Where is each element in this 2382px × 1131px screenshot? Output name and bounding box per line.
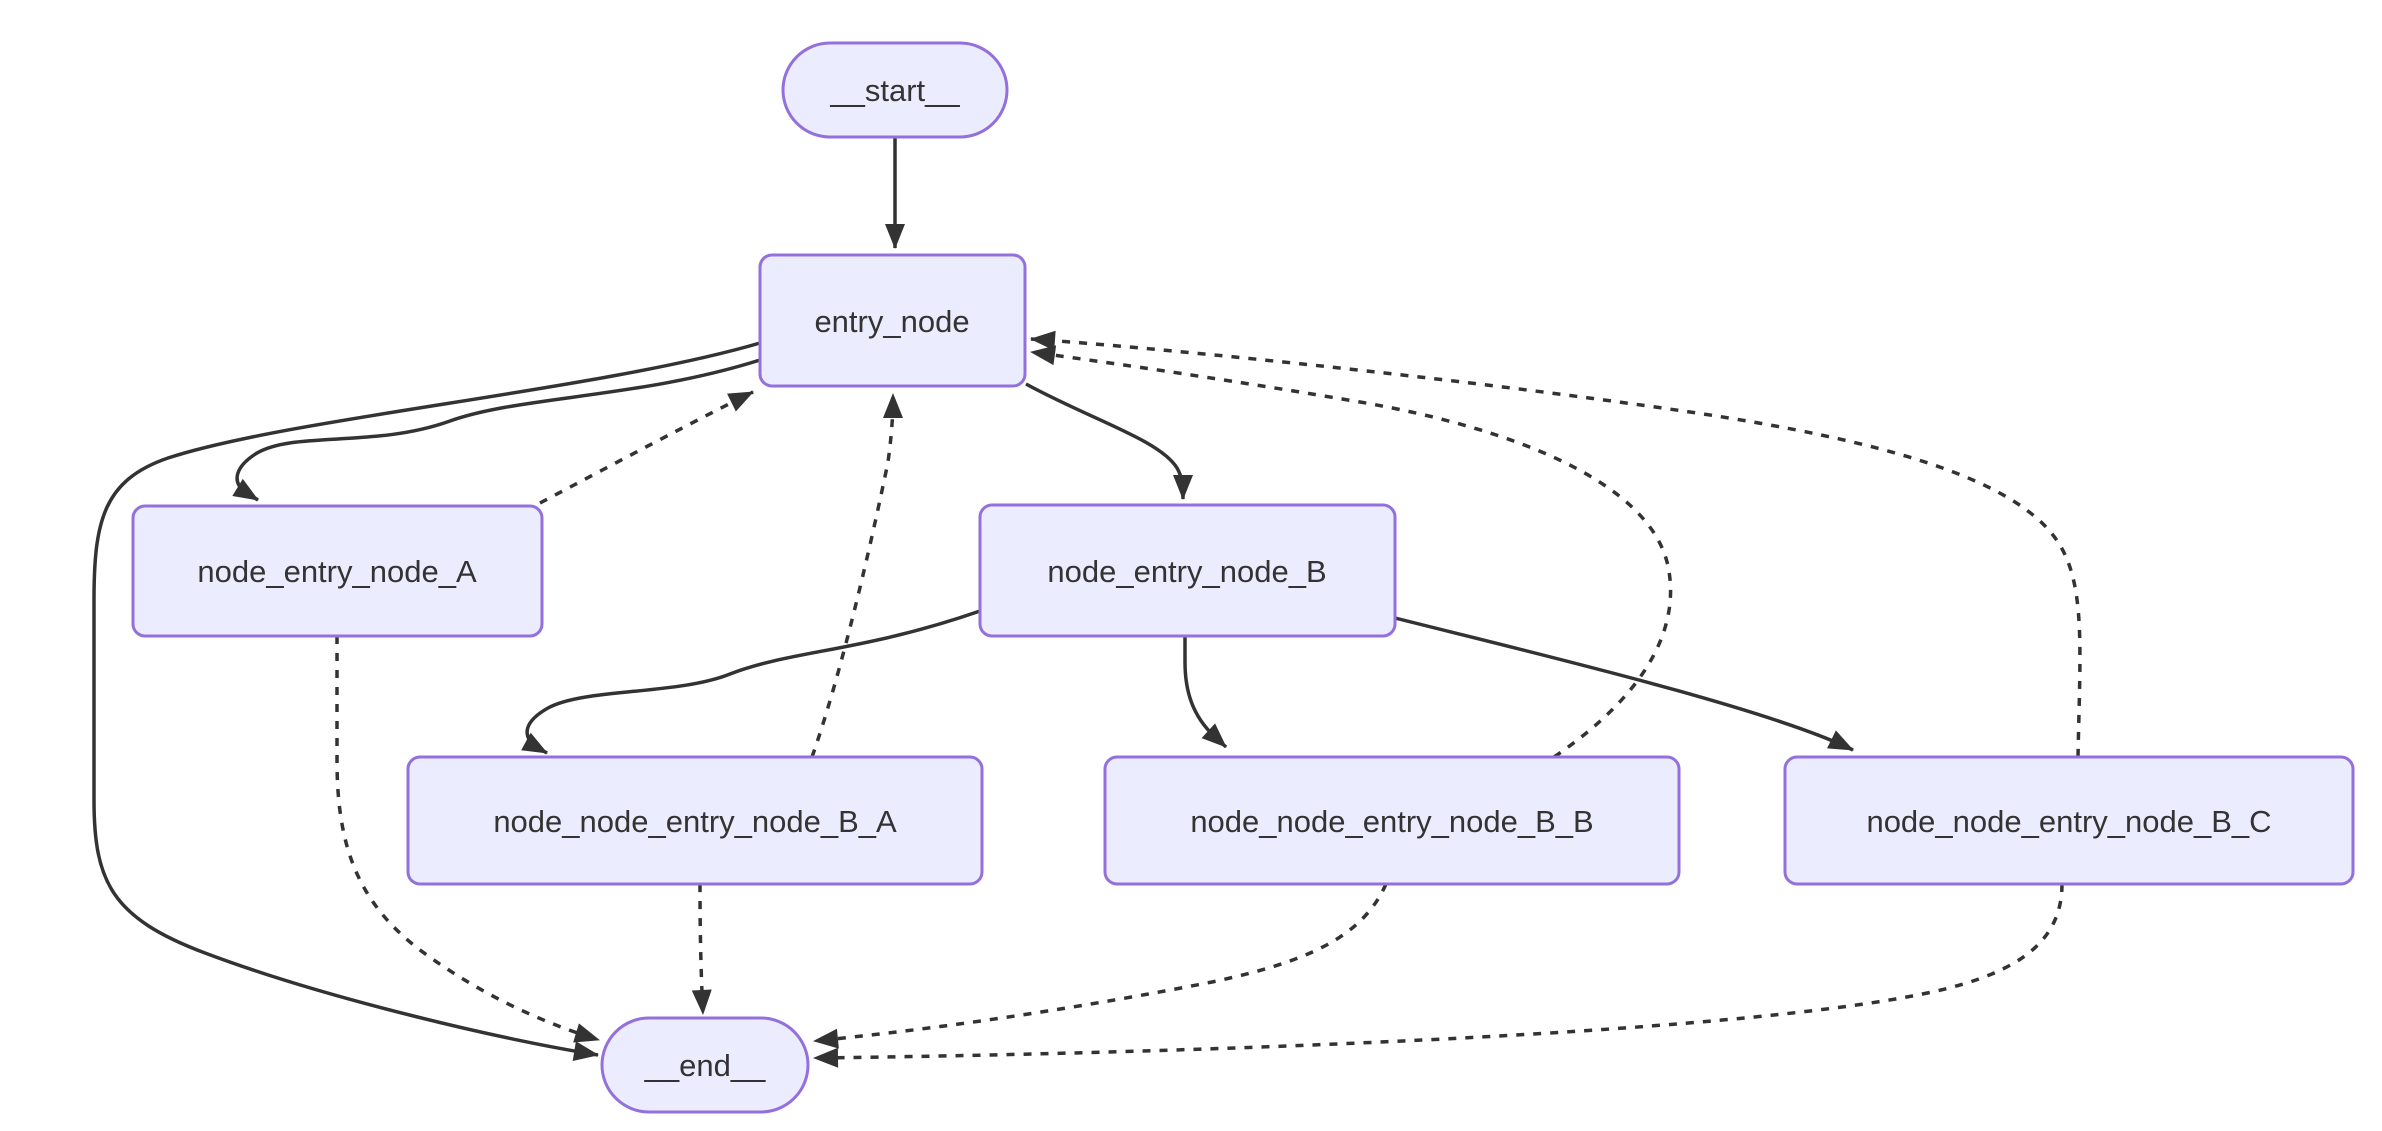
edge-node-node-entry-node-b-a-to-entry-node (810, 393, 903, 758)
edge-node-entry-node-b-to-node-node-entry-node-b-b (1183, 636, 1228, 749)
flow-node-start-shape (781, 41, 1009, 139)
flow-node-b-child-c: node_node_entry_node_B_C (1783, 755, 2355, 886)
flow-node-end-label: __end__ (644, 1048, 766, 1083)
edge-node-node-entry-node-b-a-to-end (691, 883, 712, 1015)
edge-node-entry-node-b-to-node-node-entry-node-b-c (1394, 616, 1854, 752)
flow-node-entry-node: entry_node (758, 253, 1027, 388)
edge-entry-node-to-end (92, 341, 761, 1062)
flow-node-b-child-a-shape (406, 755, 984, 886)
flow-node-entry-a: node_entry_node_A (131, 504, 544, 638)
edges-layer (92, 137, 2082, 1068)
flow-node-start: __start__ (781, 41, 1009, 139)
flow-node-entry-a-shape (131, 504, 544, 638)
edge-node-node-entry-node-b-c-to-end (813, 883, 2064, 1068)
flow-node-end: __end__ (600, 1016, 810, 1114)
flow-node-b-child-c-shape (1783, 755, 2355, 886)
flow-node-b-child-b: node_node_entry_node_B_B (1103, 755, 1681, 886)
flow-node-entry-b-shape (978, 503, 1397, 638)
flow-node-entry-node-label: entry_node (814, 304, 969, 339)
flow-node-end-shape (600, 1016, 810, 1114)
edge-node-entry-node-a-to-entry-node (539, 390, 754, 505)
edge-entry-node-to-node-entry-node-a (232, 358, 761, 502)
flow-node-entry-b-label: node_entry_node_B (1047, 554, 1326, 589)
edge-node-node-entry-node-b-b-to-end (813, 883, 1388, 1049)
flow-node-entry-a-label: node_entry_node_A (197, 554, 477, 589)
edge-node-entry-node-b-to-node-node-entry-node-b-a (521, 609, 981, 755)
flow-node-entry-node-shape (758, 253, 1027, 388)
flow-node-b-child-b-label: node_node_entry_node_B_B (1190, 804, 1593, 839)
edge-entry-node-to-node-entry-node-b (1025, 382, 1193, 500)
flow-node-b-child-c-label: node_node_entry_node_B_C (1866, 804, 2271, 839)
flow-node-b-child-b-shape (1103, 755, 1681, 886)
flow-node-b-child-a-label: node_node_entry_node_B_A (493, 804, 897, 839)
nodes-layer: __start__ entry_node node_entry_node_A n… (131, 41, 2355, 1114)
flow-node-start-label: __start__ (829, 73, 960, 108)
edge-node-entry-node-a-to-end (335, 636, 600, 1043)
flow-node-entry-b: node_entry_node_B (978, 503, 1397, 638)
flow-node-b-child-a: node_node_entry_node_B_A (406, 755, 984, 886)
